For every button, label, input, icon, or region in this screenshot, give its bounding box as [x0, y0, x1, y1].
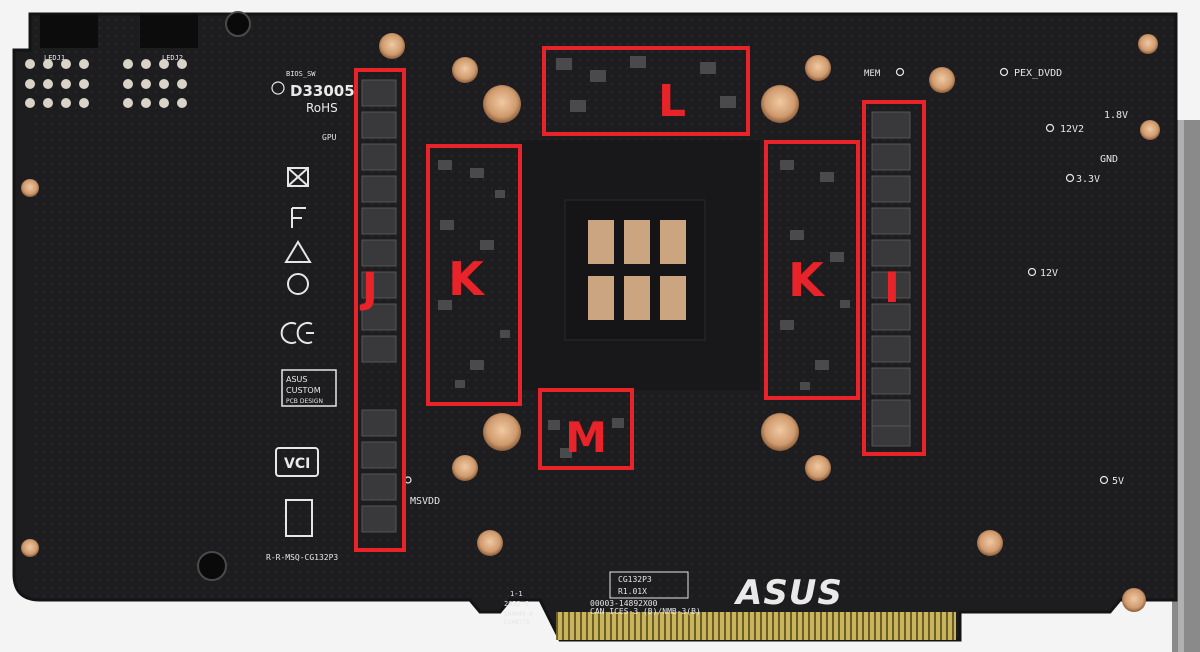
part-number-text: 00003-14892X00: [590, 599, 658, 608]
copper-pads: [21, 33, 1160, 612]
asus-logo: ASUS: [733, 573, 843, 613]
asus-custom-box: [281, 369, 337, 407]
led1-label: LEDJ1: [44, 54, 65, 62]
component-cluster-k-right: [780, 160, 850, 390]
callout-box-k-right: [764, 140, 860, 400]
board-id-text: D33005: [290, 82, 355, 100]
compliance-icons: [275, 167, 319, 537]
callout-label-k-right: K: [788, 253, 826, 307]
test-point-markers: [271, 67, 1109, 485]
weee-icon: [287, 167, 309, 187]
component-cluster-l: [556, 56, 736, 112]
callout-label-i: I: [884, 263, 900, 312]
bios-text: BIOS_SW: [286, 70, 316, 78]
callout-box-i: [862, 100, 926, 456]
ul-mark-text: E248779: [504, 619, 530, 626]
callout-box-j: [354, 68, 406, 552]
gpu-cap-array: [588, 220, 686, 320]
callout-label-j: J: [359, 263, 378, 312]
ce-icon: [280, 322, 314, 344]
asus-custom-line1: ASUS: [286, 375, 307, 384]
date-text: 2032-1: [504, 600, 529, 608]
msvdd-text: MSVDD: [410, 496, 440, 507]
v5-text: 5V: [1112, 476, 1124, 487]
led-header-2: [123, 59, 187, 108]
vcci-label: VCI: [284, 456, 310, 472]
rohs-text: RoHS: [306, 101, 338, 115]
kc-icon: [285, 499, 313, 537]
top-connector-right: [140, 14, 198, 48]
board-label-line1: CG132P3: [618, 575, 652, 584]
rcm-icon: [284, 240, 312, 263]
gnd-text: GND: [1100, 154, 1118, 165]
vrm-right-column: [871, 111, 911, 447]
v12-text: 12V: [1040, 268, 1058, 279]
v3-3-text: 3.3V: [1076, 174, 1100, 185]
callout-label-m: M: [565, 413, 607, 462]
callout-box-k-left: [426, 144, 522, 406]
vcci-icon: [275, 447, 319, 477]
component-cluster-m: [548, 418, 624, 458]
mounting-holes: [197, 11, 251, 581]
recycle-icon: [287, 273, 309, 295]
callout-box-l: [542, 46, 750, 136]
rev-text: 1-1: [510, 590, 523, 598]
pex-dvdd-text: PEX_DVDD: [1014, 68, 1062, 79]
pcie-gold-fingers: [556, 612, 956, 640]
gpu-text: GPU: [322, 133, 337, 142]
bottom-code-text: R-R-MSQ-CG132P3: [266, 553, 338, 562]
asus-custom-line3: PCB DESIGN: [286, 398, 323, 405]
callout-boxes: [354, 46, 926, 552]
callout-box-m: [538, 388, 634, 470]
vrm-left-column: [361, 79, 397, 533]
v1-8-text: 1.8V: [1104, 110, 1128, 121]
v12-2-text: 12V2: [1060, 124, 1084, 135]
mem-text: MEM: [864, 69, 881, 79]
callout-label-k-left: K: [448, 252, 486, 306]
callout-label-l: L: [658, 76, 686, 127]
top-connector-left: [40, 14, 98, 48]
ul-code-text: SH494V-0: [504, 611, 533, 618]
led2-label: LEDJ2: [162, 54, 183, 62]
compliance-text: CAN ICES-3 (B)/NMB-3(B): [590, 607, 701, 616]
board-label-box: [609, 571, 689, 599]
board-label-line2: R1.01X: [618, 587, 647, 596]
fcc-icon: [291, 207, 306, 228]
asus-custom-line2: CUSTOM: [286, 386, 321, 395]
led-header-1: [25, 59, 89, 108]
component-cluster-k-left: [438, 160, 510, 388]
